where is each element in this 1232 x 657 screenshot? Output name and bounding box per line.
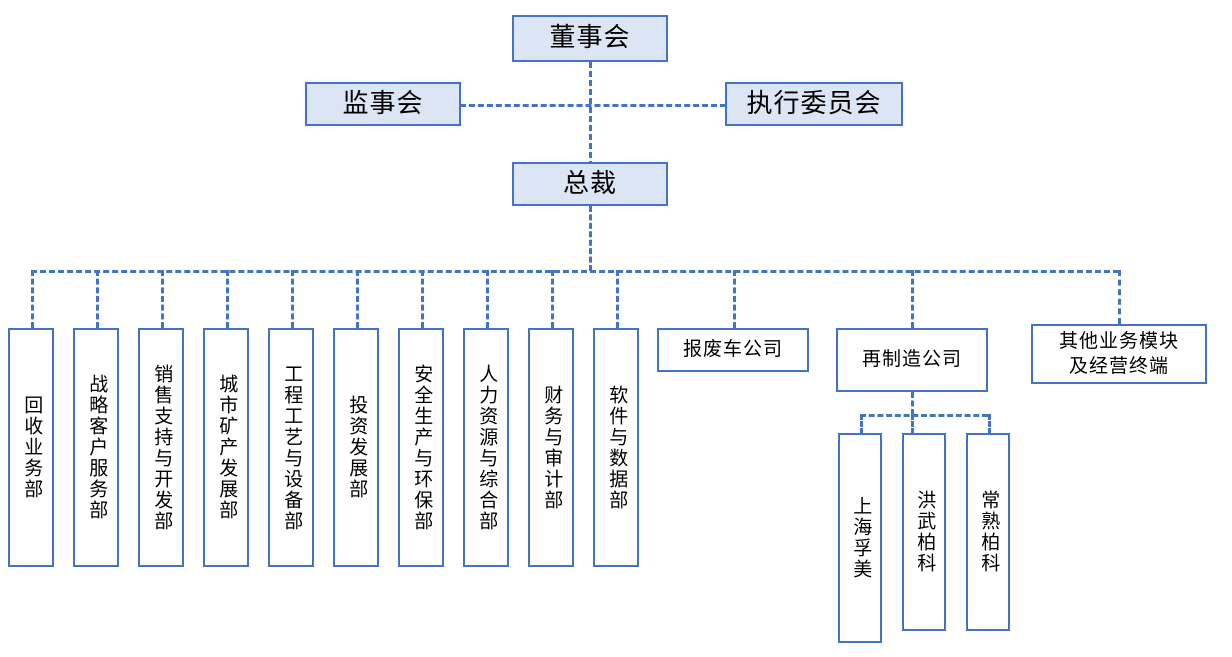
- connector-drop-dept-4: [226, 270, 229, 328]
- node-department-software-data[interactable]: 软件与数据部: [593, 328, 639, 567]
- connector-board-to-president: [589, 62, 592, 167]
- connector-drop-remanufacturing: [911, 270, 914, 328]
- node-label: 销售支持与开发部: [151, 363, 173, 532]
- node-executive-committee[interactable]: 执行委员会: [725, 82, 903, 126]
- node-label: 报废车公司: [682, 338, 783, 360]
- connector-drop-dept-8: [486, 270, 489, 328]
- node-child-changshu-boke[interactable]: 常熟柏科: [966, 433, 1010, 631]
- connector-remanufacturing-subbus: [860, 414, 988, 417]
- node-subsidiary-remanufacturing-company[interactable]: 再制造公司: [836, 328, 988, 392]
- node-label: 执行委员会: [746, 88, 882, 118]
- node-department-human-resources-general[interactable]: 人力资源与综合部: [463, 328, 509, 567]
- node-label: 再制造公司: [861, 348, 962, 370]
- node-department-sales-support-development[interactable]: 销售支持与开发部: [138, 328, 184, 567]
- connector-drop-child-2: [911, 414, 914, 434]
- node-other-business-modules[interactable]: 其他业务模块 及经营终端: [1031, 324, 1207, 384]
- node-label: 监事会: [342, 88, 424, 118]
- node-department-safety-production-environment[interactable]: 安全生产与环保部: [398, 328, 444, 567]
- node-label: 战略客户服务部: [86, 374, 108, 521]
- node-label: 董事会: [549, 23, 631, 53]
- connector-drop-dept-3: [161, 270, 164, 328]
- node-label: 投资发展部: [346, 395, 368, 500]
- node-label: 工程工艺与设备部: [281, 363, 303, 532]
- connector-drop-scrapcar: [733, 270, 736, 328]
- node-label: 上海孚美: [850, 496, 872, 580]
- connector-drop-dept-1: [31, 270, 34, 328]
- node-label-line1: 其他业务模块: [1058, 330, 1179, 352]
- connector-remanufacturing-to-subbus: [911, 392, 914, 415]
- node-board-of-directors[interactable]: 董事会: [512, 15, 668, 62]
- connector-drop-child-1: [860, 414, 863, 434]
- node-label: 人力资源与综合部: [476, 363, 498, 532]
- connector-drop-dept-6: [356, 270, 359, 328]
- node-label: 软件与数据部: [606, 384, 628, 511]
- node-child-hongwu-boke[interactable]: 洪武柏科: [902, 433, 946, 631]
- connector-drop-dept-9: [551, 270, 554, 328]
- connector-drop-child-3: [988, 414, 991, 434]
- connector-drop-dept-10: [616, 270, 619, 328]
- node-department-investment-development[interactable]: 投资发展部: [333, 328, 379, 567]
- connector-drop-dept-2: [96, 270, 99, 328]
- connector-president-to-bus: [589, 206, 592, 271]
- node-president[interactable]: 总裁: [512, 162, 668, 206]
- node-child-shanghai-fumei[interactable]: 上海孚美: [838, 433, 882, 643]
- node-label: 安全生产与环保部: [411, 363, 433, 532]
- node-label: 常熟柏科: [978, 490, 1000, 574]
- connector-drop-dept-5: [291, 270, 294, 328]
- node-board-of-supervisors[interactable]: 监事会: [305, 82, 461, 126]
- node-label: 城市矿产发展部: [216, 374, 238, 521]
- node-department-engineering-process-equipment[interactable]: 工程工艺与设备部: [268, 328, 314, 567]
- node-label-line2: 及经营终端: [1068, 356, 1169, 377]
- node-subsidiary-scrap-car-company[interactable]: 报废车公司: [657, 328, 809, 372]
- node-department-recycling-business[interactable]: 回收业务部: [8, 328, 54, 567]
- node-label: 洪武柏科: [914, 490, 936, 574]
- connector-main-bus: [31, 270, 1119, 273]
- connector-drop-dept-7: [421, 270, 424, 328]
- node-department-finance-audit[interactable]: 财务与审计部: [528, 328, 574, 567]
- connector-drop-other-module: [1118, 270, 1121, 324]
- node-department-strategic-customer-service[interactable]: 战略客户服务部: [73, 328, 119, 567]
- connector-supervisors-to-exec-committee: [460, 104, 726, 107]
- node-label: 总裁: [562, 168, 617, 198]
- node-label: 财务与审计部: [541, 384, 563, 511]
- node-label: 回收业务部: [21, 395, 43, 500]
- node-department-urban-mineral-development[interactable]: 城市矿产发展部: [203, 328, 249, 567]
